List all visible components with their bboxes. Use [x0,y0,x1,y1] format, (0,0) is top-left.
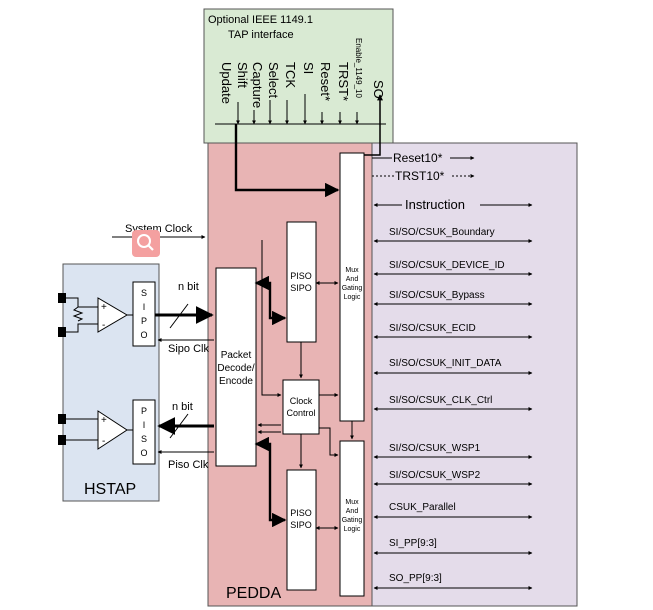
piso-sipo-top-block [286,221,317,343]
tap-signal-select: Select [266,62,281,99]
output-signal-label: SI/SO/CSUK_ECID [389,323,476,334]
piso-sipo-top-label-1: PISO [290,271,312,281]
sipo-letter-i: I [143,302,146,312]
hstap-connectors [58,293,66,445]
mux-gating-bottom-block [339,440,365,597]
tap-title-line1: Optional IEEE 1149.1 [208,14,313,26]
mux-bottom-label-2: And [346,508,359,515]
trst10-label-bg [394,168,450,182]
tap-signal-si: SI [301,62,316,74]
n-bit-bottom-label: n bit [172,401,193,413]
packet-label-3: Encode [219,376,253,387]
hstap-label: HSTAP [84,481,136,498]
output-region [371,142,578,607]
clock-control-block [282,379,320,435]
sipo-letter-o: O [140,330,147,340]
output-signal-label: SI/SO/CSUK_CLK_Ctrl [389,395,492,406]
instruction-label: Instruction [405,197,465,212]
mux-gating-top-block [339,152,365,422]
piso-letter-i: I [143,420,146,430]
hstap-receive-amplifier [97,297,128,333]
clock-control-label-1: Clock [290,396,313,406]
tap-signal-so: SO [371,80,386,99]
packet-label-1: Packet [221,350,252,361]
piso-sipo-bottom-block [286,469,317,591]
tap-signal-capture: Capture [250,62,265,108]
packet-decode-encode-block [215,267,257,467]
pedda-internal-connections [254,240,354,530]
mux-top-label-4: Logic [344,294,361,301]
output-signal-label: CSUK_Parallel [389,502,456,513]
mux-bottom-label-1: Mux [345,499,359,506]
output-signal-label: SO_PP[9:3] [389,573,442,584]
reset10-label-bg [392,150,450,164]
tap-signal-tck: TCK [283,62,298,88]
tap-interface-box [203,8,394,144]
piso-sipo-bottom-label-1: PISO [290,508,312,518]
output-signal-label: SI_PP[9:3] [389,538,437,549]
amp-top-plus: + [101,302,107,313]
amp-top-minus: - [102,320,105,331]
tap-signal-enable: Enable_1149_10 [354,38,363,98]
piso-clk-label: Piso Clk [168,459,209,471]
mux-top-label-2: And [346,276,359,283]
instruction-label-bg [402,197,480,212]
pedda-label: PEDDA [226,585,281,602]
piso-letter-p: P [141,406,147,416]
amp-bottom-plus: + [101,415,107,426]
n-bit-buses [155,303,214,454]
sipo-letter-p: P [141,316,147,326]
tap-title-line2: TAP interface [228,29,294,41]
amp-bottom-minus: - [102,436,105,447]
output-signal-label: SI/SO/CSUK_INIT_DATA [389,358,502,369]
mux-top-label-1: Mux [345,267,359,274]
output-signal-labels: SI/SO/CSUK_Boundary SI/SO/CSUK_DEVICE_ID… [389,227,505,584]
mux-bottom-label-3: Gating [342,517,363,524]
tap-signal-shift: Shift [235,62,250,88]
output-signal-label: SI/SO/CSUK_Boundary [389,227,495,238]
n-bit-top-label: n bit [178,281,199,293]
mux-top-label-3: Gating [342,285,363,292]
piso-letter-o: O [140,448,147,458]
search-icon[interactable] [132,230,160,257]
piso-letter-s: S [141,434,147,444]
hstap-transmit-amplifier [97,410,128,450]
tap-signal-trst: TRST* [336,62,351,101]
packet-label-2: Decode/ [217,363,254,374]
piso-sipo-bottom-label-2: SIPO [290,520,312,530]
tap-signal-labels: Update Shift Capture Select TCK SI Reset… [219,38,386,108]
sipo-clk-label: Sipo Clk [168,343,209,355]
output-arrows [372,156,533,590]
trst10-label: TRST10* [395,169,445,183]
clock-control-label-2: Control [286,408,315,418]
tap-bus-arrow [234,124,340,198]
output-signal-label: SI/SO/CSUK_WSP1 [389,443,481,454]
tap-signal-reset: Reset* [318,62,333,101]
output-signal-label: SI/SO/CSUK_Bypass [389,290,485,301]
piso-sipo-top-label-2: SIPO [290,283,312,293]
mux-bottom-label-4: Logic [344,526,361,533]
hstap-piso-block [132,399,156,465]
sipo-letter-s: S [141,288,147,298]
tap-signal-lines [215,94,386,125]
reset10-label: Reset10* [393,151,443,165]
tap-signal-update: Update [219,62,234,104]
output-signal-label: SI/SO/CSUK_DEVICE_ID [389,260,505,271]
output-signal-label: SI/SO/CSUK_WSP2 [389,470,481,481]
hstap-wiring [66,297,133,441]
